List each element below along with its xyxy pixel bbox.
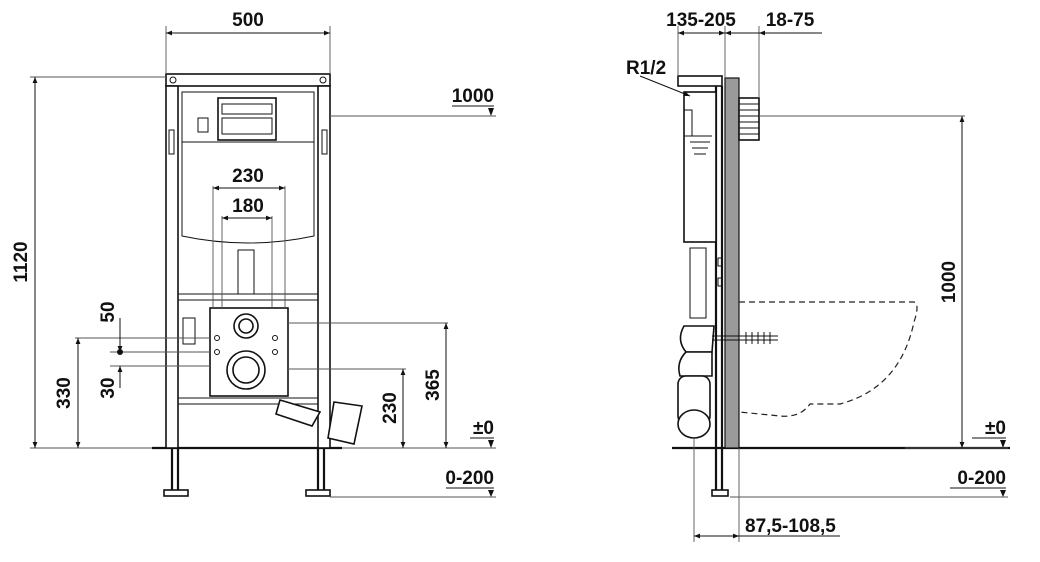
front-legs: [163, 448, 331, 497]
dim-width-500: 500: [232, 10, 264, 31]
dim-180-spacing: 180: [232, 196, 264, 217]
front-view: 500 1120 1000 230 180 50 30 330 230 365 …: [11, 10, 496, 498]
dim-230-spacing: 230: [232, 166, 264, 187]
front-extension-lines: [30, 26, 496, 498]
connection-plate: [182, 307, 363, 445]
dim-87-5-108-5: 87,5-108,5: [745, 516, 836, 537]
dim-18-75: 18-75: [766, 10, 815, 31]
floor-level-front: ±0: [473, 418, 494, 439]
dim-30-offset: 30: [98, 377, 119, 398]
foot-adjust-side: 0-200: [957, 468, 1006, 489]
flush-plate: [217, 97, 277, 141]
dim-135-205: 135-205: [666, 10, 736, 31]
wall: [724, 77, 740, 449]
dim-1000-front: 1000: [452, 86, 494, 107]
dim-230-height: 230: [380, 392, 401, 424]
flush-box: [738, 97, 760, 141]
cistern: [181, 91, 315, 295]
dim-1000-side: 1000: [939, 261, 960, 303]
side-extension-lines: [677, 26, 1008, 542]
dim-height-1120: 1120: [11, 241, 32, 282]
side-drain: [677, 325, 778, 439]
floor-level-side: ±0: [985, 418, 1006, 439]
dim-365-height: 365: [423, 369, 444, 401]
inlet-r1-2: R1/2: [626, 58, 666, 79]
front-dimension-lines: [32, 30, 494, 497]
wc-bowl: [738, 301, 918, 417]
side-frame: [677, 75, 729, 497]
side-dimension-lines: [639, 30, 1006, 539]
foot-adjust-front: 0-200: [445, 468, 494, 489]
dim-50-offset: 50: [98, 301, 119, 322]
dim-330-height: 330: [54, 377, 75, 409]
side-view: 135-205 18-75 R1/2 1000 ±0 0-200 87,5-10…: [626, 10, 1010, 542]
